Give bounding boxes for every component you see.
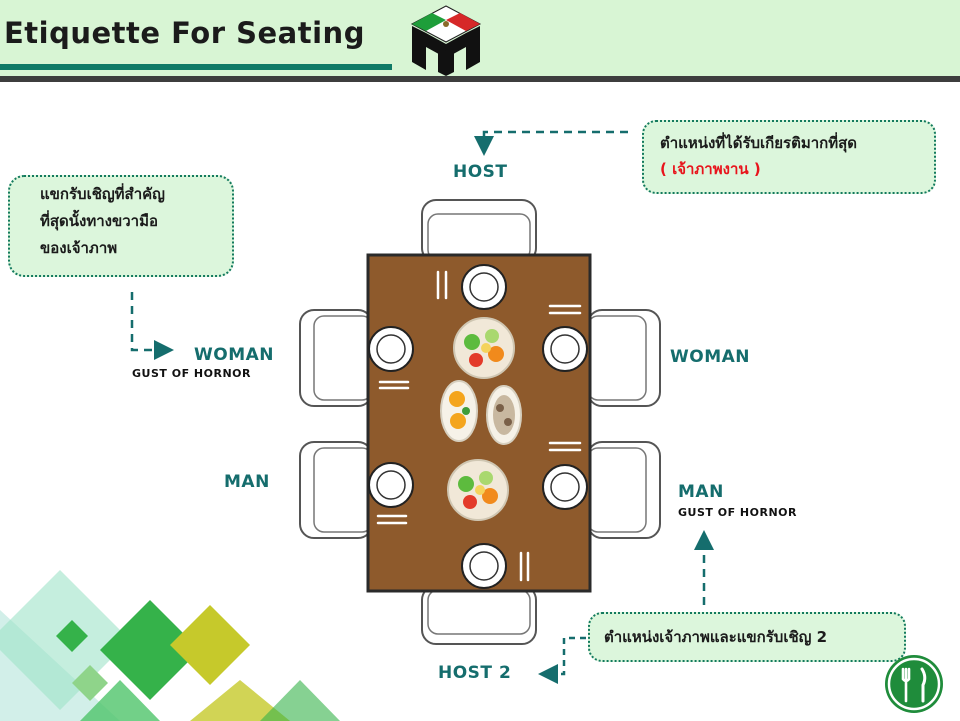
callout-line: แขกรับเชิญที่สำคัญ bbox=[40, 185, 165, 203]
chair-woman-right bbox=[587, 309, 661, 407]
soup-plate-icon bbox=[486, 385, 522, 445]
chair-host-2 bbox=[421, 585, 537, 645]
connector-woman-left bbox=[130, 292, 174, 360]
connector-host bbox=[474, 130, 628, 156]
callout-line-highlight: ( เจ้าภาพงาน ) bbox=[660, 160, 761, 178]
plate-man-right bbox=[542, 464, 588, 510]
label-man-right-sub: GUST OF HORNOR bbox=[678, 506, 797, 519]
connector-host-2 bbox=[538, 636, 586, 684]
dining-table bbox=[366, 253, 592, 593]
cutlery-icon bbox=[376, 270, 582, 582]
label-woman-left-sub: GUST OF HORNOR bbox=[132, 367, 251, 380]
plate-woman-left bbox=[368, 326, 414, 372]
callout-host-position: ตำแหน่งที่ได้รับเกียรติมากที่สุด ( เจ้าภ… bbox=[642, 120, 936, 194]
callout-host-2-position: ตำแหน่งเจ้าภาพและแขกรับเชิญ 2 bbox=[588, 612, 906, 662]
plate-man-left bbox=[368, 462, 414, 508]
page-title: Etiquette For Seating bbox=[4, 16, 365, 50]
chair-man-right bbox=[587, 441, 661, 539]
label-host-2: HOST 2 bbox=[438, 663, 512, 683]
fork-knife-icon bbox=[885, 655, 943, 713]
callout-line: ตำแหน่งที่ได้รับเกียรติมากที่สุด bbox=[660, 134, 858, 152]
chair-man-left bbox=[299, 441, 373, 539]
mexican-flag-logo-icon bbox=[410, 5, 482, 76]
label-woman-left: WOMAN bbox=[194, 345, 275, 365]
background-decoration bbox=[0, 570, 340, 721]
callout-line: ของเจ้าภาพ bbox=[40, 239, 118, 257]
header-divider bbox=[0, 76, 960, 82]
chair-host bbox=[421, 199, 537, 263]
label-man-right: MAN bbox=[678, 482, 724, 502]
label-woman-right: WOMAN bbox=[670, 347, 751, 367]
plate-woman-right bbox=[542, 326, 588, 372]
egg-plate-icon bbox=[440, 380, 478, 442]
callout-guest-of-honor: แขกรับเชิญที่สำคัญ ที่สุดนั้งทางขวามือ ข… bbox=[8, 175, 234, 277]
callout-line: ตำแหน่งเจ้าภาพและแขกรับเชิญ 2 bbox=[604, 628, 828, 646]
plate-host-2 bbox=[461, 543, 507, 589]
salad-bowl-icon bbox=[447, 459, 509, 521]
plate-host bbox=[461, 264, 507, 310]
chair-woman-left bbox=[299, 309, 373, 407]
label-host: HOST bbox=[453, 162, 508, 182]
callout-line: ที่สุดนั้งทางขวามือ bbox=[40, 212, 158, 230]
label-man-left: MAN bbox=[224, 472, 270, 492]
title-underline bbox=[0, 64, 392, 70]
salad-bowl-icon bbox=[453, 317, 515, 379]
